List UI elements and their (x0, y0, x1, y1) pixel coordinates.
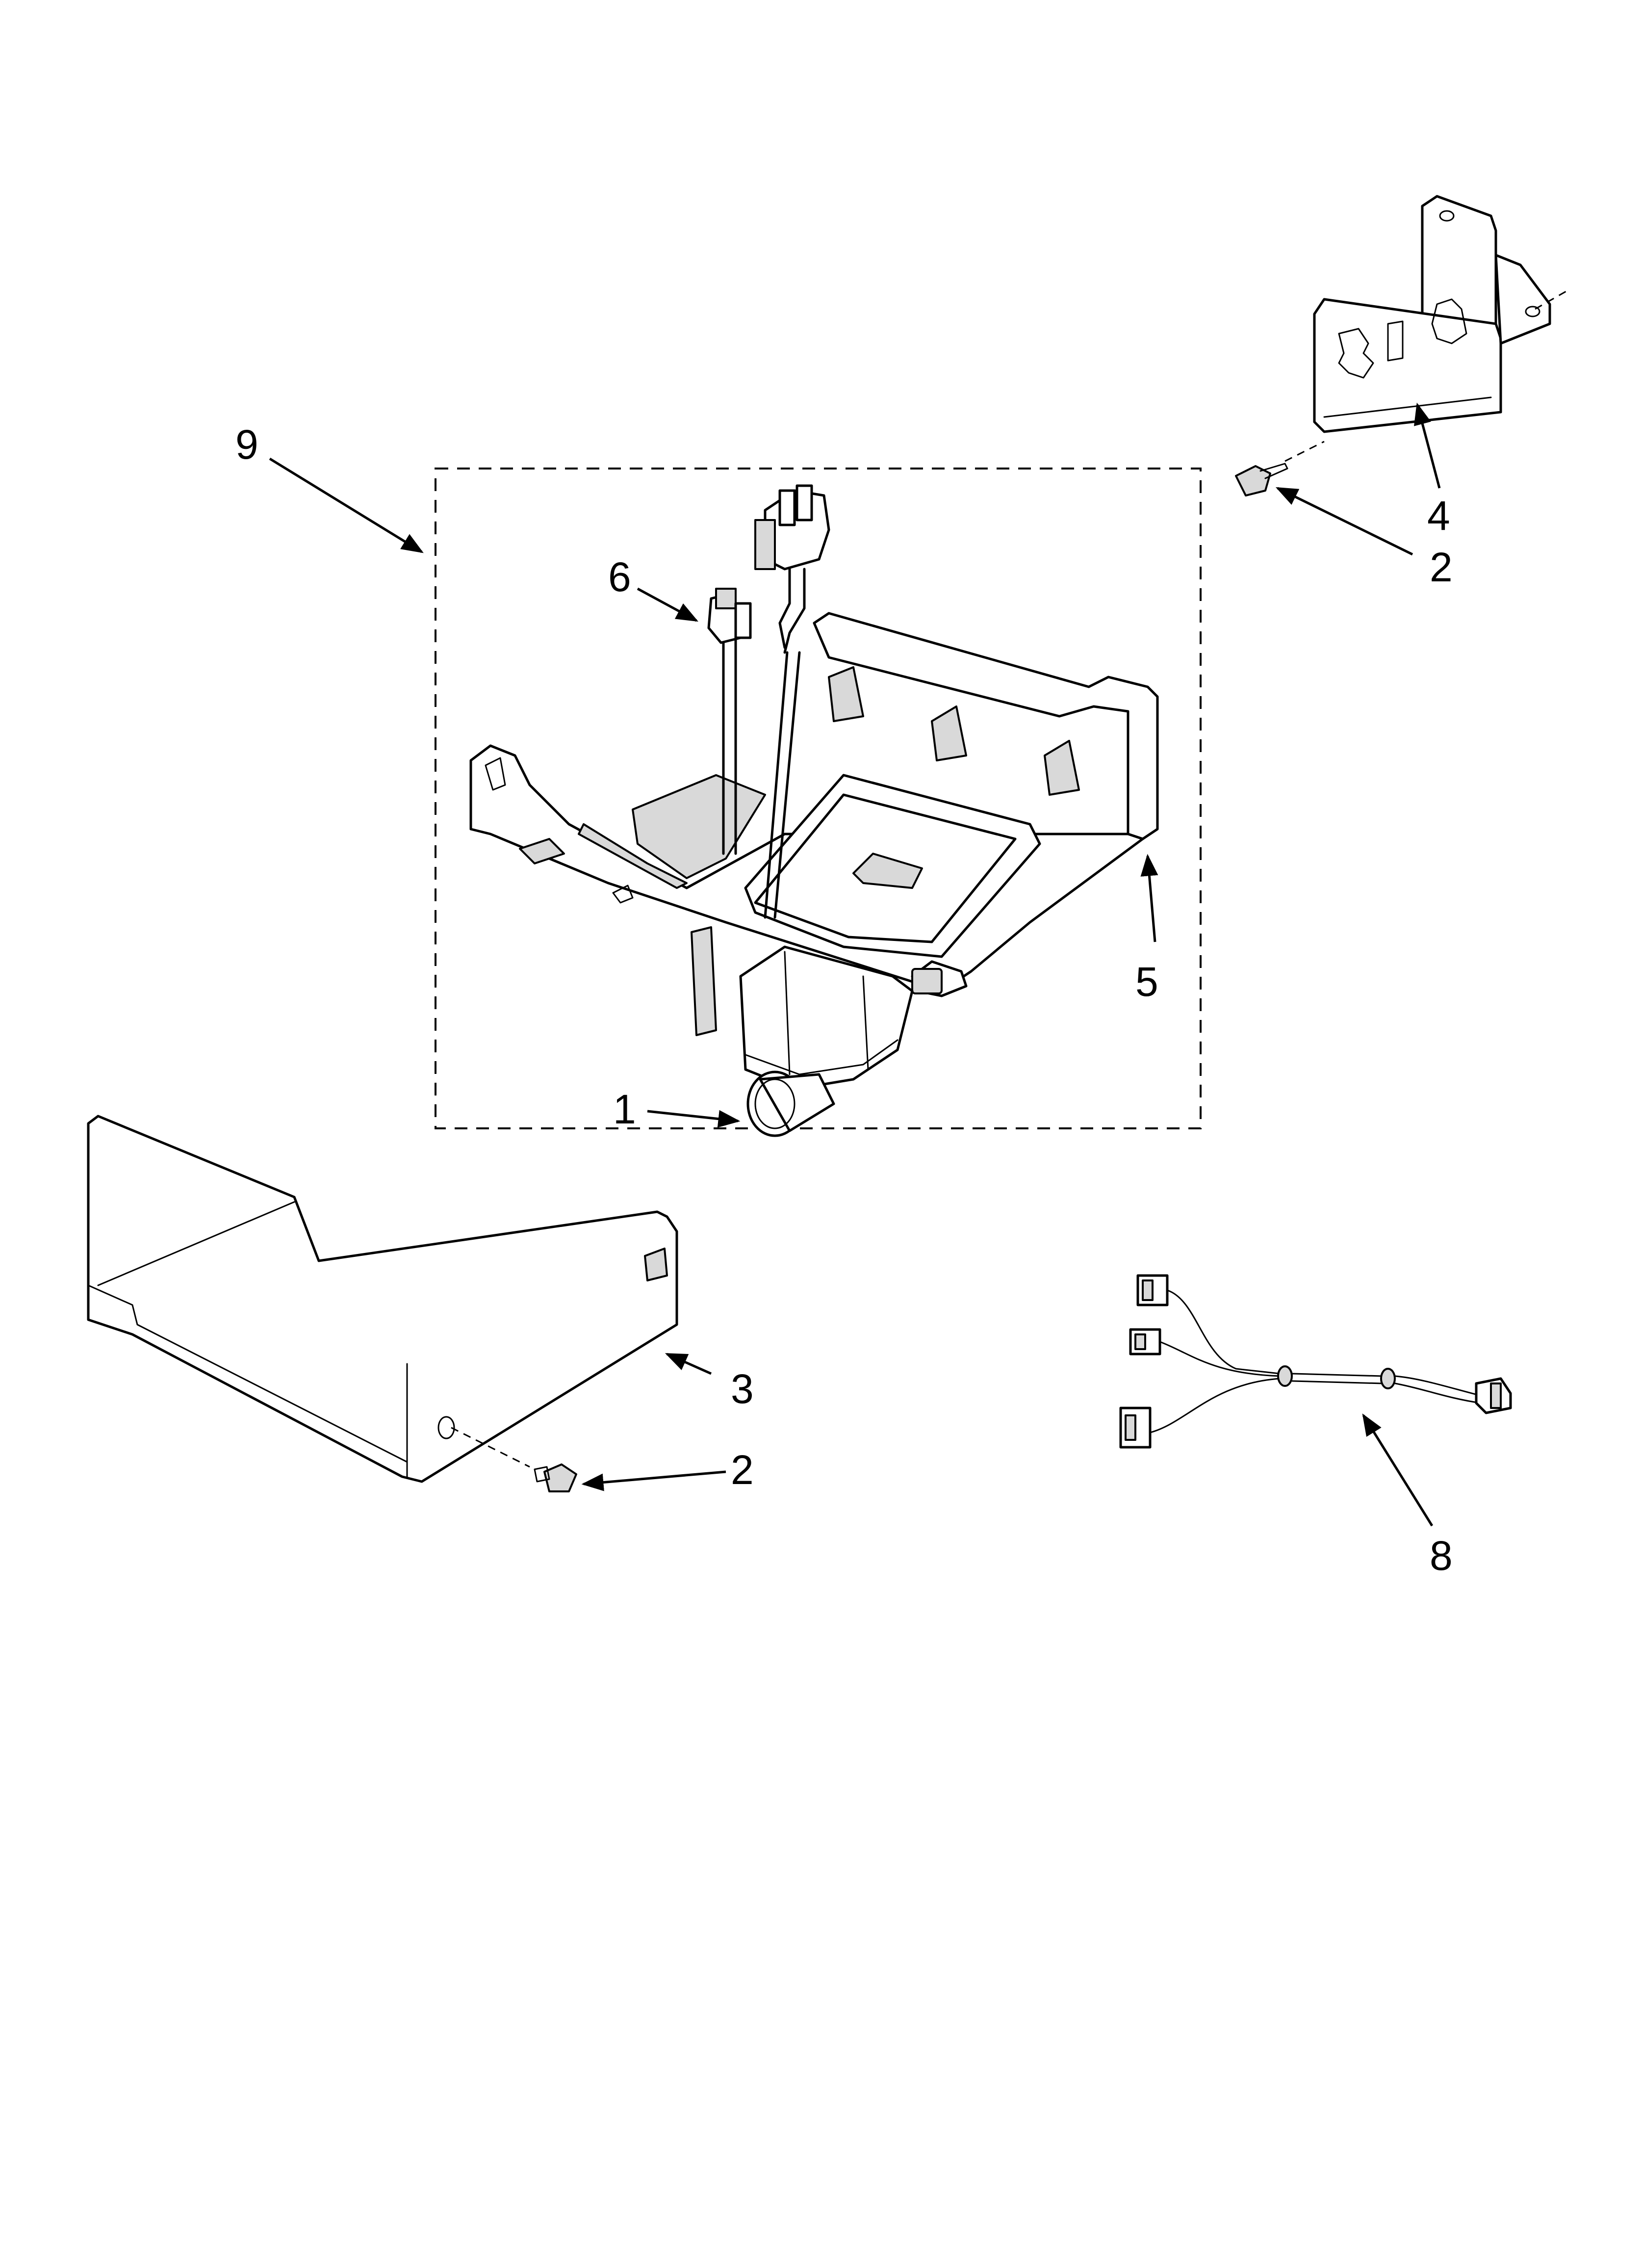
callout-9: 9 (235, 421, 258, 468)
callout-5: 5 (1135, 959, 1158, 1005)
tray-part-5 (469, 612, 1159, 1000)
screw-part-2-bottom (534, 1463, 577, 1492)
screw-part-2-top (1235, 441, 1325, 496)
callout-4: 4 (1427, 493, 1450, 539)
cover-panel-part-3 (87, 1115, 678, 1483)
leader-lines (269, 402, 1441, 1527)
wire-harness-part-6 (707, 588, 752, 855)
callout-1: 1 (613, 1086, 636, 1132)
wire-harness-part-8 (1119, 1274, 1512, 1449)
callouts: 9 6 1 5 4 2 3 2 8 (235, 421, 1453, 1579)
wire-harness-main (754, 484, 830, 919)
callout-3: 3 (731, 1366, 754, 1412)
callout-2-top: 2 (1430, 544, 1453, 590)
bracket-part-4 (1313, 195, 1570, 433)
callout-2-bottom: 2 (731, 1447, 754, 1493)
callout-6: 6 (608, 554, 631, 600)
pump-part-1 (691, 926, 914, 1137)
callout-8: 8 (1430, 1533, 1453, 1579)
